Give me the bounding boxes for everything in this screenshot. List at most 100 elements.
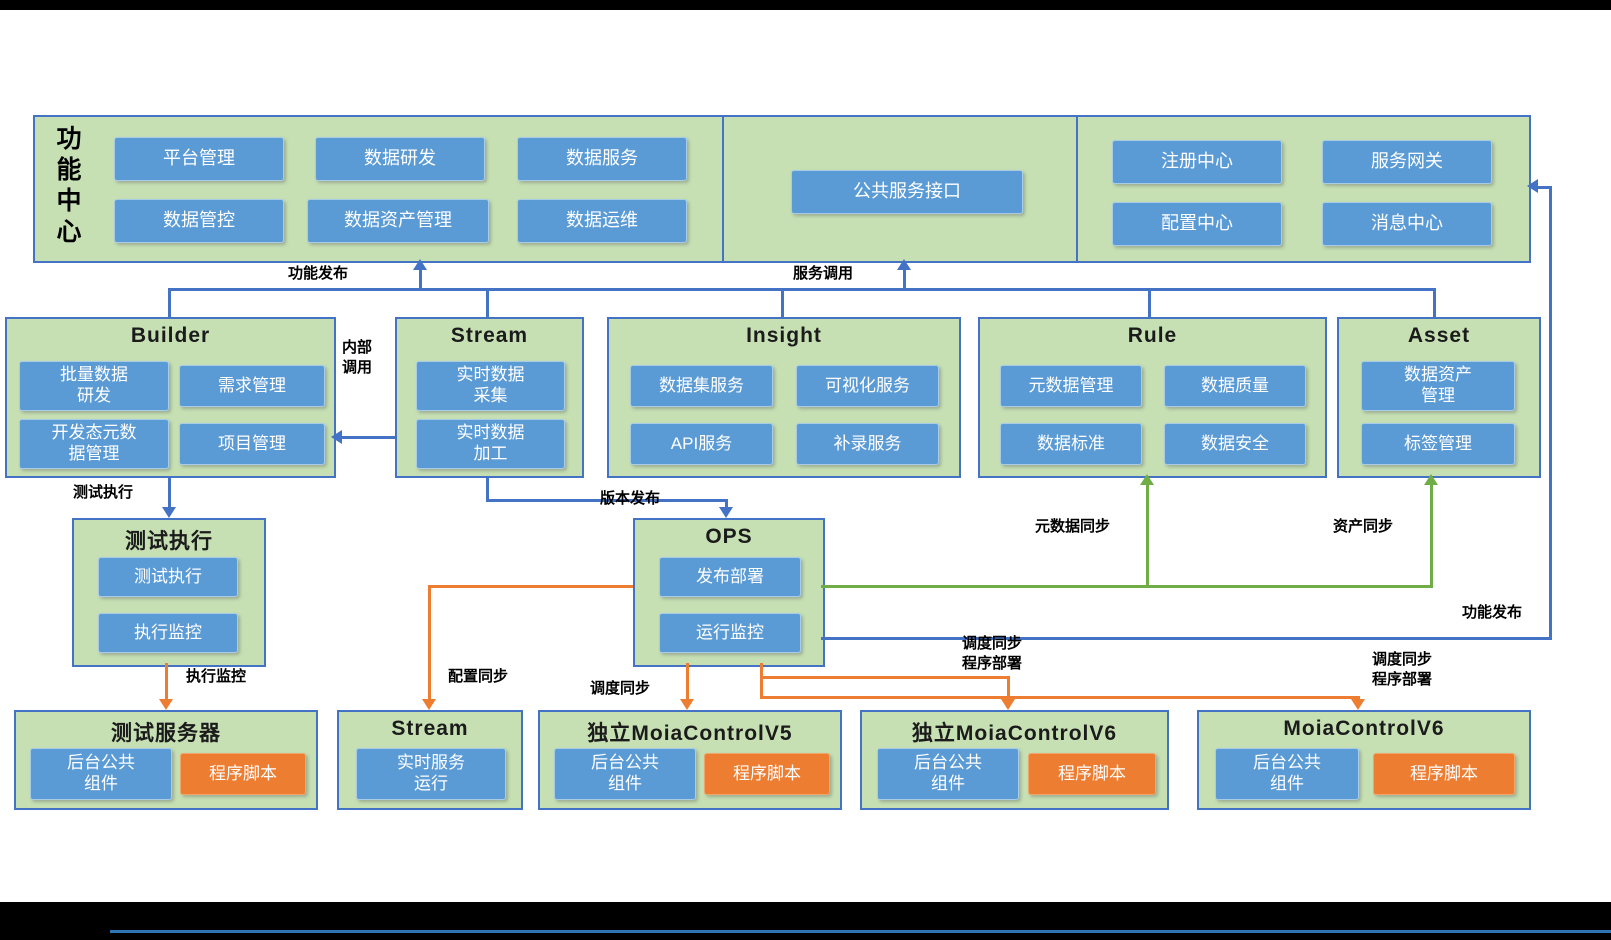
chip-data-asset-mgmt: 数据资产 管理 <box>1361 361 1515 411</box>
rule-title: Rule <box>1127 324 1178 347</box>
section-divider <box>722 117 724 261</box>
chip-dev-metadata-mgmt: 开发态元数 据管理 <box>19 419 169 469</box>
deploy-line <box>428 585 431 699</box>
edge-label-config-sync: 配置同步 <box>448 668 509 685</box>
stream-title: Stream <box>450 324 529 347</box>
top-bus-line <box>168 288 1435 291</box>
letterbox-top <box>0 0 1611 10</box>
arrow-schedule-sync-v6 <box>1351 699 1365 710</box>
chip-realtime-collect: 实时数据 采集 <box>416 361 565 411</box>
chip-backend-components: 后台公共 组件 <box>1215 748 1359 800</box>
test-exec-panel: 测试执行 测试执行 执行监控 <box>72 518 266 667</box>
arrow-test-exec <box>162 507 176 518</box>
deploy-line <box>686 663 689 699</box>
connector <box>340 436 396 439</box>
slide-footer-line <box>110 930 1611 933</box>
asset-title: Asset <box>1407 324 1471 347</box>
connector <box>821 637 1552 640</box>
chip-batch-data-dev: 批量数据 研发 <box>19 361 169 411</box>
chip-project-mgmt: 项目管理 <box>179 423 325 465</box>
moia-v6-standalone-title: 独立MoiaControlV6 <box>911 722 1118 745</box>
moia-v5-title: 独立MoiaControlV5 <box>587 722 793 745</box>
test-server-panel: 测试服务器 后台公共 组件 程序脚本 <box>14 710 318 810</box>
chip-platform-mgmt: 平台管理 <box>114 137 284 181</box>
function-center-title: 功能中心 <box>53 125 81 249</box>
edge-label-version-release: 版本发布 <box>600 490 661 507</box>
connector <box>486 499 728 502</box>
chip-api-service: API服务 <box>630 423 773 465</box>
connector <box>1433 288 1436 317</box>
edge-label-schedule-deploy-1: 调度同步 程序部署 <box>962 635 1023 672</box>
chip-backend-components: 后台公共 组件 <box>30 748 172 800</box>
chip-data-rd: 数据研发 <box>315 137 485 181</box>
stream-runtime-title: Stream <box>391 717 469 740</box>
arrow-function-publish-right <box>1527 179 1538 193</box>
chip-data-quality: 数据质量 <box>1164 365 1306 407</box>
edge-label-function-publish: 功能发布 <box>288 265 349 282</box>
connector <box>168 288 171 317</box>
chip-data-governance: 数据管控 <box>114 199 284 243</box>
edge-label-exec-monitor: 执行监控 <box>186 668 247 685</box>
connector <box>1549 186 1552 640</box>
edge-label-service-call: 服务调用 <box>793 265 854 282</box>
deploy-line <box>760 696 1360 699</box>
deploy-line <box>1007 676 1010 699</box>
arrow-metadata-sync <box>1140 474 1154 485</box>
connector <box>486 476 489 502</box>
edge-label-schedule-deploy-2: 调度同步 程序部署 <box>1372 651 1433 688</box>
section-divider <box>1076 117 1078 261</box>
chip-realtime-process: 实时数据 加工 <box>416 419 565 469</box>
insight-panel: Insight 数据集服务 可视化服务 API服务 补录服务 <box>607 317 961 478</box>
chip-registry-center: 注册中心 <box>1112 140 1282 184</box>
stream-panel: Stream 实时数据 采集 实时数据 加工 <box>395 317 584 478</box>
ops-panel: OPS 发布部署 运行监控 <box>633 518 825 667</box>
chip-realtime-service-run: 实时服务 运行 <box>356 748 506 800</box>
chip-test-exec: 测试执行 <box>98 557 238 597</box>
arrow-exec-monitor <box>159 699 173 710</box>
arrow-asset-sync <box>1424 474 1438 485</box>
sync-line <box>1146 485 1149 588</box>
connector <box>419 269 422 288</box>
rule-panel: Rule 元数据管理 数据质量 数据标准 数据安全 <box>978 317 1327 478</box>
letterbox-bottom <box>0 902 1611 940</box>
chip-message-center: 消息中心 <box>1322 202 1492 246</box>
chip-dataset-service: 数据集服务 <box>630 365 773 407</box>
function-center-panel: 功能中心 平台管理 数据研发 数据服务 数据管控 数据资产管理 数据运维 公共服… <box>33 115 1531 263</box>
edge-label-function-publish-right: 功能发布 <box>1462 604 1523 621</box>
insight-title: Insight <box>746 324 822 347</box>
arrow-config-sync <box>422 699 436 710</box>
arrow-version-release <box>719 507 733 518</box>
sync-line <box>821 585 1433 588</box>
test-server-title: 测试服务器 <box>111 722 221 745</box>
edge-label-asset-sync: 资产同步 <box>1333 518 1394 535</box>
chip-data-security: 数据安全 <box>1164 423 1306 465</box>
connector <box>725 499 728 507</box>
deploy-line <box>1357 696 1360 701</box>
asset-panel: Asset 数据资产 管理 标签管理 <box>1337 317 1541 478</box>
deploy-line <box>165 663 168 699</box>
connector <box>781 288 784 317</box>
deploy-line <box>428 585 633 588</box>
chip-tag-mgmt: 标签管理 <box>1361 423 1515 465</box>
ops-title: OPS <box>705 525 753 548</box>
edge-label-internal-call: 内部 调用 <box>342 339 373 376</box>
arrow-service-call-up <box>897 259 911 270</box>
deploy-line <box>760 663 763 699</box>
chip-runtime-monitor: 运行监控 <box>659 613 801 653</box>
chip-visualization-service: 可视化服务 <box>796 365 939 407</box>
connector <box>903 269 906 288</box>
arrow-schedule-sync-v6s <box>1001 699 1015 710</box>
edge-label-test-exec: 测试执行 <box>73 484 134 501</box>
chip-config-center: 配置中心 <box>1112 202 1282 246</box>
edge-label-schedule-sync: 调度同步 <box>590 680 651 697</box>
arrow-function-publish-up <box>413 259 427 270</box>
sync-line <box>1430 485 1433 588</box>
stream-runtime-panel: Stream 实时服务 运行 <box>337 710 523 810</box>
edge-label-metadata-sync: 元数据同步 <box>1035 518 1111 535</box>
arrow-schedule-sync-v5 <box>680 699 694 710</box>
chip-program-script: 程序脚本 <box>1028 753 1156 795</box>
moia-v5-panel: 独立MoiaControlV5 后台公共 组件 程序脚本 <box>538 710 842 810</box>
chip-backend-components: 后台公共 组件 <box>554 748 696 800</box>
chip-data-ops: 数据运维 <box>517 199 687 243</box>
